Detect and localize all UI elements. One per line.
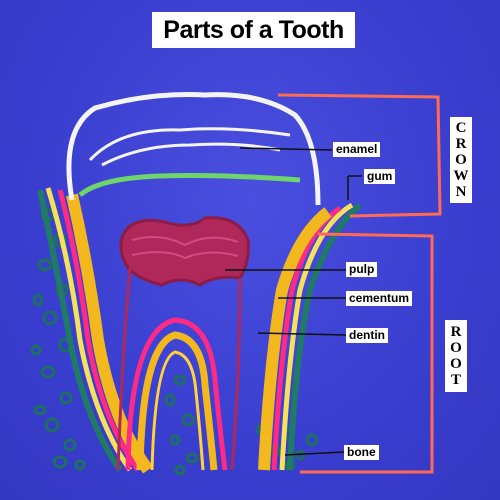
crown-letter: R <box>455 136 467 152</box>
enamel-crown <box>66 92 321 206</box>
label-pointers <box>225 147 362 456</box>
cementum-layer <box>57 189 342 472</box>
label-dentin: dentin <box>346 328 388 343</box>
crown-letter: O <box>455 152 467 168</box>
pulp-canal-right <box>230 277 242 471</box>
root-letter: O <box>450 356 462 372</box>
crown-letter: N <box>455 184 467 200</box>
gum-tissue <box>37 189 362 472</box>
label-crown: C R O W N <box>450 117 472 203</box>
outer-root-layer <box>45 187 354 472</box>
gum-line <box>78 173 301 197</box>
enamel-inner-line-2 <box>101 142 281 167</box>
label-pulp: pulp <box>346 262 378 277</box>
inner-root-core <box>150 350 205 471</box>
label-enamel: enamel <box>333 142 381 157</box>
label-root: R O O T <box>445 320 467 392</box>
root-letter: T <box>450 372 461 388</box>
pulp-chamber <box>119 216 250 287</box>
label-cementum: cementum <box>346 291 413 306</box>
pulp-texture <box>131 235 239 260</box>
label-gum: gum <box>364 169 396 184</box>
inner-root-loop <box>125 317 228 471</box>
inner-root-dentin <box>136 331 218 471</box>
root-letter: R <box>450 324 462 340</box>
pulp-canal-left <box>116 267 132 471</box>
crown-letter: C <box>455 120 467 136</box>
root-bracket <box>300 232 434 474</box>
crown-letter: W <box>453 168 469 184</box>
enamel-inner-line-1 <box>88 127 291 162</box>
root-letter: O <box>450 340 462 356</box>
diagram-title: Parts of a Tooth <box>152 12 355 48</box>
crown-bracket <box>277 93 442 218</box>
label-bone: bone <box>344 445 379 460</box>
